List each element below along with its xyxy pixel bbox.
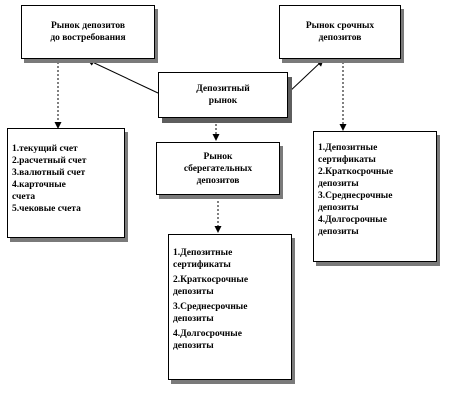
term-market-box: Рынок срочных депозитов	[279, 5, 401, 59]
demand-accounts-list: 1.текущий счет 2.расчетный счет 3.валютн…	[7, 128, 125, 238]
arrow-to-demand-market	[87, 59, 159, 94]
list-item: 2.Краткосрочные депозиты	[173, 275, 249, 297]
savings-market-line-1: Рынок	[203, 151, 233, 162]
savings-deposits-list: 1.Депозитные сертификаты 2.Краткосрочные…	[168, 234, 292, 380]
list-item: 4.карточные счета	[12, 180, 66, 202]
arrow-to-term-market	[287, 59, 324, 94]
demand-market-line-2: до востребования	[50, 33, 126, 43]
term-market-line-1: Рынок срочных	[305, 21, 375, 31]
list-item: 5.чековые счета	[12, 204, 81, 214]
deposit-market-line-2: рынок	[208, 96, 238, 106]
demand-market-box: Рынок депозитов до востребования	[21, 5, 155, 59]
term-deposits-list: 1.Депозитные сертификаты 2.Краткосрочные…	[313, 131, 437, 262]
list-item: 2.расчетный счет	[12, 156, 87, 166]
list-item: 1.Депозитные сертификаты	[318, 143, 378, 165]
list-item: 4.Долгосрочные депозиты	[318, 215, 387, 237]
savings-market-line-3: депозитов	[196, 175, 240, 186]
deposit-market-line-1: Депозитный	[196, 84, 250, 94]
list-item: 2.Краткосрочные депозиты	[318, 167, 394, 189]
list-item: 3.валютный счет	[12, 168, 86, 178]
demand-market-line-1: Рынок депозитов	[50, 21, 125, 31]
list-item: 4.Долгосрочные депозиты	[173, 329, 242, 351]
term-market-line-2: депозитов	[318, 33, 362, 43]
savings-market-line-2: сберегательных	[183, 163, 253, 174]
list-item: 3.Среднесрочные депозиты	[318, 191, 393, 213]
list-item: 3.Среднесрочные депозиты	[173, 302, 248, 324]
list-item: 1.Депозитные сертификаты	[173, 248, 233, 270]
savings-market-box: Рынок сберегательных депозитов	[156, 142, 280, 195]
list-item: 1.текущий счет	[12, 144, 78, 154]
deposit-market-box: Депозитный рынок	[158, 72, 288, 118]
